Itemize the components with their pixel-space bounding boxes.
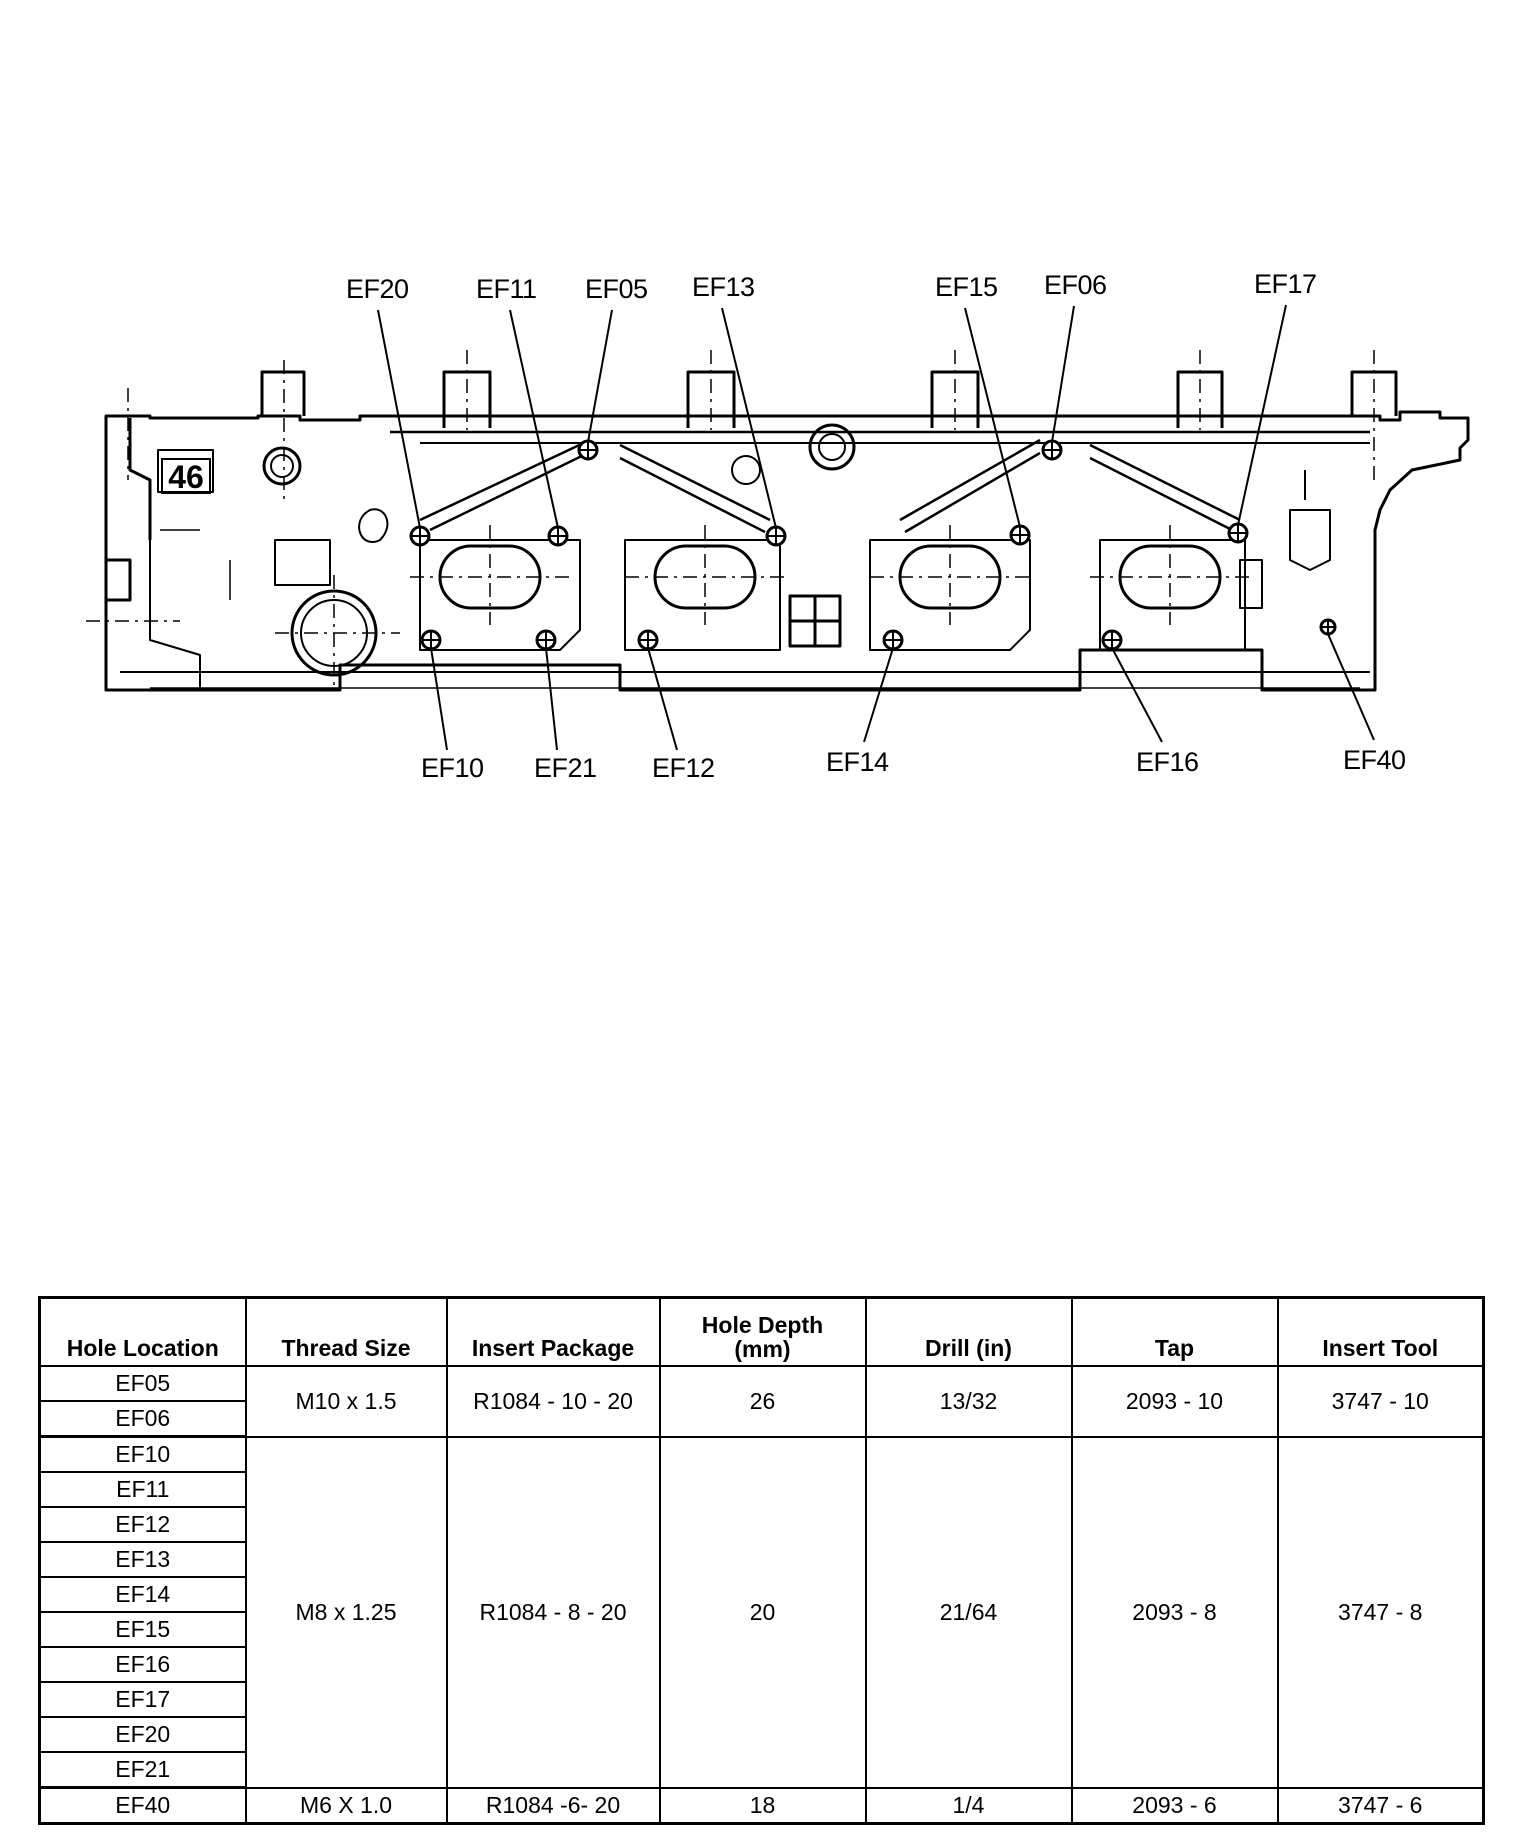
cell-insert-package: R1084 - 10 - 20	[445, 1365, 661, 1438]
cell-hole-location: EF17	[38, 1681, 247, 1718]
cell-hole-location: EF10	[38, 1435, 247, 1473]
callout-ef06: EF06	[1044, 270, 1107, 300]
insert-spec-table: Hole Location Thread Size Insert Package…	[38, 1296, 1485, 1825]
callout-ef15: EF15	[935, 272, 998, 302]
cell-hole-location: EF16	[38, 1646, 247, 1683]
cell-hole-depth: 26	[658, 1365, 867, 1438]
table-row: EF06	[38, 1400, 1484, 1438]
callout-ef20: EF20	[346, 274, 409, 304]
table-row: EF17	[38, 1681, 1484, 1718]
cell-hole-location: EF06	[38, 1400, 247, 1438]
table-row: EF20	[38, 1716, 1484, 1753]
cell-thread-size: M8 x 1.25	[244, 1435, 448, 1789]
callout-ef11: EF11	[476, 274, 537, 304]
cell-hole-location: EF20	[38, 1716, 247, 1753]
callout-ef14: EF14	[826, 747, 889, 777]
cell-tap: 2093 - 8	[1070, 1435, 1279, 1789]
cell-tap: 2093 - 10	[1070, 1365, 1279, 1438]
table-row: EF16	[38, 1646, 1484, 1683]
casting-mark-box	[161, 458, 211, 494]
callout-ef16: EF16	[1136, 747, 1199, 777]
cylinder-head-drawing: 46	[86, 304, 1470, 751]
cell-drill: 21/64	[864, 1435, 1073, 1789]
table-row: EF14	[38, 1576, 1484, 1613]
table-row: EF10 M8 x 1.25 R1084 - 8 - 20 20 21/64 2…	[38, 1435, 1485, 1789]
header-hole-location: Hole Location	[38, 1296, 247, 1367]
table-row: EF12	[38, 1506, 1484, 1543]
cell-hole-location: EF14	[38, 1576, 247, 1613]
header-insert-tool: Insert Tool	[1276, 1296, 1485, 1367]
cell-hole-location: EF40	[38, 1786, 247, 1825]
cell-hole-location: EF21	[38, 1751, 247, 1789]
callout-ef40: EF40	[1343, 745, 1406, 775]
cylinder-head-diagram: 46	[0, 0, 1536, 900]
cell-insert-package: R1084 -6- 20	[445, 1786, 661, 1825]
cell-insert-package: R1084 - 8 - 20	[445, 1435, 661, 1789]
cell-thread-size: M6 X 1.0	[244, 1786, 448, 1825]
cell-hole-depth: 18	[658, 1786, 867, 1825]
cell-drill: 13/32	[864, 1365, 1073, 1438]
header-tap: Tap	[1070, 1296, 1279, 1367]
callout-ef21: EF21	[534, 753, 597, 783]
header-insert-package: Insert Package	[445, 1296, 661, 1367]
table-row: EF21	[38, 1751, 1484, 1789]
cell-tap: 2093 - 6	[1070, 1786, 1279, 1825]
cell-hole-location: EF13	[38, 1541, 247, 1578]
cell-hole-location: EF05	[38, 1365, 247, 1402]
cell-hole-depth: 20	[658, 1435, 867, 1789]
cell-hole-location: EF15	[38, 1611, 247, 1648]
table-row: EF15	[38, 1611, 1484, 1648]
cell-insert-tool: 3747 - 8	[1276, 1435, 1485, 1789]
table-row: EF05 M10 x 1.5 R1084 - 10 - 20 26 13/32 …	[38, 1365, 1485, 1438]
header-drill: Drill (in)	[864, 1296, 1073, 1367]
table-body: EF05 M10 x 1.5 R1084 - 10 - 20 26 13/32 …	[38, 1365, 1485, 1825]
table-header-row: Hole Location Thread Size Insert Package…	[38, 1296, 1485, 1367]
table-row: EF13	[38, 1541, 1484, 1578]
table-row: EF11	[38, 1471, 1484, 1508]
header-thread-size: Thread Size	[244, 1296, 448, 1367]
cell-insert-tool: 3747 - 6	[1276, 1786, 1485, 1825]
casting-mark: 46	[168, 459, 204, 495]
callout-ef13: EF13	[692, 272, 755, 302]
cell-drill: 1/4	[864, 1786, 1073, 1825]
table-row: EF40 M6 X 1.0 R1084 -6- 20 18 1/4 2093 -…	[38, 1786, 1485, 1825]
cell-thread-size: M10 x 1.5	[244, 1365, 448, 1438]
callout-ef10: EF10	[421, 753, 484, 783]
callout-ef05: EF05	[585, 274, 648, 304]
cell-hole-location: EF12	[38, 1506, 247, 1543]
header-hole-depth: Hole Depth (mm)	[658, 1296, 867, 1367]
callout-ef17: EF17	[1254, 269, 1317, 299]
cell-insert-tool: 3747 - 10	[1276, 1365, 1485, 1438]
callout-ef12: EF12	[652, 753, 715, 783]
cell-hole-location: EF11	[38, 1471, 247, 1508]
